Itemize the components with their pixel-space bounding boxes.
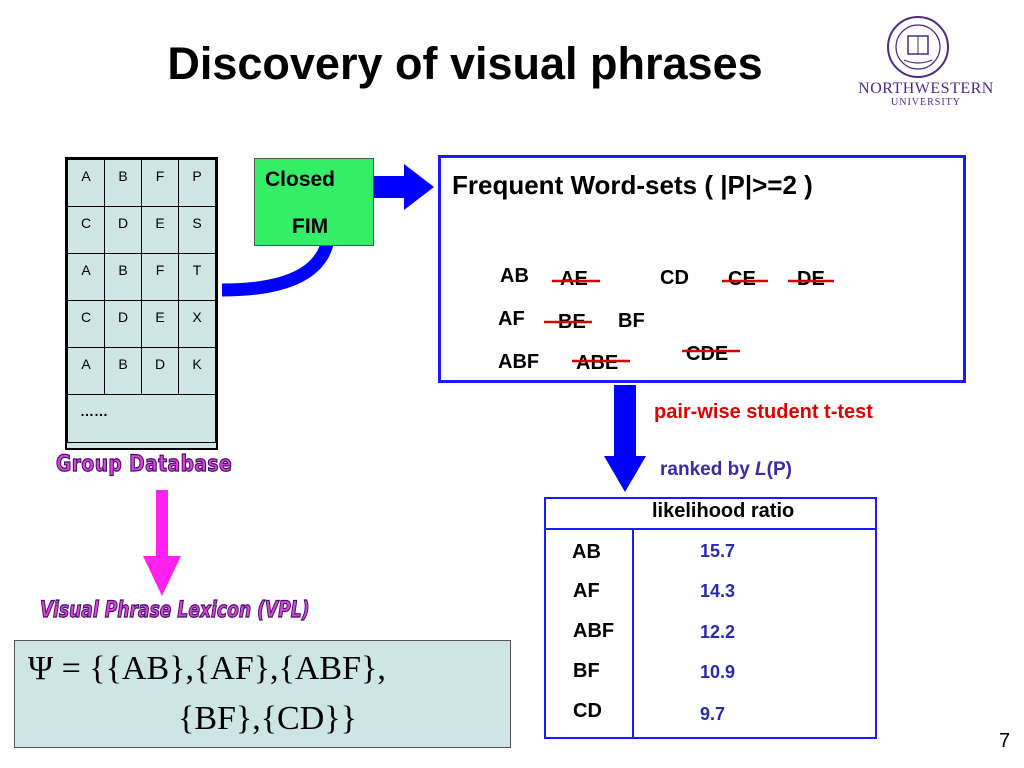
table-row: ……	[67, 394, 216, 443]
likelihood-row-value: 9.7	[700, 704, 726, 724]
frequent-wordsets-title: Frequent Word-sets ( |P|>=2 )	[452, 170, 813, 200]
likelihood-row-name: AB	[572, 541, 601, 563]
group-database-label: Group Database	[55, 451, 233, 477]
wordset-struck: DE	[797, 268, 825, 290]
table-row: C D E S	[67, 206, 216, 254]
wordset-kept: AF	[498, 308, 525, 330]
ranked-italic: L	[755, 459, 767, 480]
likelihood-row-name: BF	[573, 660, 600, 682]
likelihood-table	[544, 497, 877, 739]
table-row: C D E X	[67, 300, 216, 348]
likelihood-row-name: CD	[573, 700, 602, 722]
table-cell: E	[141, 206, 179, 254]
fim-line2: FIM	[292, 215, 329, 238]
table-cell: C	[67, 300, 105, 348]
likelihood-row-value: 10.9	[700, 662, 736, 682]
fim-to-freq-arrowhead	[404, 164, 434, 210]
likelihood-header-row	[544, 497, 877, 530]
table-cell: A	[67, 253, 105, 301]
table-cell: D	[104, 300, 142, 348]
likelihood-divider	[632, 530, 634, 739]
table-cell: F	[141, 159, 179, 207]
table-cell: B	[104, 159, 142, 207]
likelihood-row-value: 14.3	[700, 581, 736, 601]
table-cell: C	[67, 206, 105, 254]
wordset-kept: ABF	[498, 351, 540, 373]
table-cell: B	[104, 253, 142, 301]
wordset-struck: CDE	[686, 343, 729, 365]
wordset-kept: BF	[618, 310, 645, 332]
table-cell: S	[178, 206, 216, 254]
closed-fim-box	[254, 158, 374, 246]
db-to-vpl-shaft	[156, 490, 168, 558]
likelihood-row-value: 12.2	[700, 622, 736, 642]
university-subname: UNIVERSITY	[891, 97, 961, 108]
table-cell: F	[141, 253, 179, 301]
likelihood-row-value: 15.7	[700, 541, 736, 561]
group-database-table: A B F P C D E S A B F T C D E X A B D K	[65, 157, 218, 450]
likelihood-header: likelihood ratio	[652, 500, 795, 522]
wordset-kept: AB	[500, 265, 529, 287]
freq-to-ranked-shaft	[614, 385, 636, 457]
vpl-label: Visual Phrase Lexicon (VPL)	[40, 597, 310, 623]
fim-line1: Closed	[265, 168, 336, 191]
ranked-label: ranked by L(P)	[660, 459, 792, 481]
frequent-wordsets-box	[438, 155, 966, 383]
ttest-label: pair-wise student t-test	[654, 401, 873, 423]
table-row: A B D K	[67, 347, 216, 395]
slide-title: Discovery of visual phrases	[167, 38, 763, 89]
table-ellipsis: ……	[67, 394, 216, 443]
table-cell: X	[178, 300, 216, 348]
university-name: NORTHWESTERN	[858, 80, 994, 97]
likelihood-row-name: ABF	[573, 620, 615, 642]
freq-to-ranked-arrowhead	[604, 456, 646, 492]
likelihood-row-name: AF	[573, 580, 600, 602]
table-cell: A	[67, 159, 105, 207]
wordset-struck: CE	[728, 268, 756, 290]
table-cell: T	[178, 253, 216, 301]
formula-line1: Ψ = {{AB},{AF},{ABF},	[28, 650, 386, 687]
vpl-formula-box	[14, 640, 511, 748]
table-row: A B F T	[67, 253, 216, 301]
db-to-fim-curve	[221, 238, 335, 297]
university-seal-icon	[887, 16, 949, 78]
ranked-suffix: (P)	[766, 459, 792, 480]
wordset-struck: AE	[560, 268, 588, 290]
fim-to-freq-shaft	[374, 176, 404, 198]
wordset-kept: CD	[660, 267, 689, 289]
ranked-prefix: ranked by	[660, 459, 756, 480]
table-cell: K	[178, 347, 216, 395]
formula-line2: {BF},{CD}}	[178, 700, 357, 737]
page-number: 7	[999, 730, 1011, 752]
wordset-struck: ABE	[576, 352, 619, 374]
db-to-vpl-arrowhead	[143, 556, 181, 596]
table-row: A B F P	[67, 159, 216, 207]
table-cell: A	[67, 347, 105, 395]
